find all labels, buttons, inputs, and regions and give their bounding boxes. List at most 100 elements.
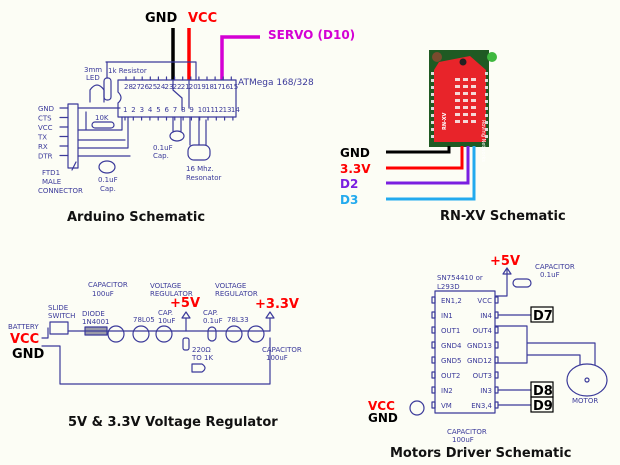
chip-label: ATMega 168/328: [238, 78, 314, 88]
driver-pin-left: OUT1: [441, 327, 460, 335]
arduino-vcc-label: VCC: [188, 11, 217, 26]
driver-pin-right: VCC: [477, 297, 492, 305]
svg-text:CAP.: CAP.: [203, 309, 218, 317]
driver-pin-right: EN3,4: [471, 402, 492, 410]
rnxv-pin-label: GND: [340, 146, 370, 160]
ftdi-pin-label: DTR: [38, 153, 53, 161]
motor-title: Motors Driver Schematic: [390, 446, 571, 461]
cap-top-icon: [512, 278, 532, 288]
chip-pin-label: 20: [189, 83, 198, 91]
svg-text:CAP.: CAP.: [158, 309, 173, 317]
chip-pin-label: 27: [132, 83, 141, 91]
chip-pin-label: 26: [140, 83, 149, 91]
svg-text:REGULATOR: REGULATOR: [150, 290, 193, 298]
motor-label: MOTOR: [572, 397, 598, 405]
chip-pin-label: 5: [156, 106, 160, 114]
svg-text:16 Mhz.: 16 Mhz.: [186, 165, 214, 173]
pin-tag-d9: D9: [533, 399, 553, 414]
chip-pin-label: 13: [223, 106, 232, 114]
chip-pin-label: 4: [148, 106, 153, 114]
cap-10uf-icon: [155, 325, 173, 343]
driver-pin-left: VM: [441, 402, 452, 410]
svg-text:CAPACITOR: CAPACITOR: [447, 428, 487, 436]
ftdi-pin-label: GND: [38, 105, 54, 113]
svg-text:L293D: L293D: [437, 283, 460, 291]
driver-pin-right: OUT4: [473, 327, 493, 335]
led-brown-icon: [432, 52, 442, 62]
resistor-10k-label: 10K: [95, 114, 109, 122]
driver-pin-right: GND13: [467, 342, 492, 350]
svg-text:0.1uF: 0.1uF: [153, 144, 173, 152]
servo-label: SERVO (D10): [268, 28, 355, 42]
reg-vcc-label: VCC: [10, 332, 39, 347]
motor-vcc-label: VCC: [368, 399, 395, 413]
svg-text:0.1uF: 0.1uF: [203, 317, 223, 325]
svg-text:100uF: 100uF: [452, 436, 474, 444]
driver-pin-right: GND12: [467, 357, 492, 365]
led-icon: [89, 84, 105, 103]
chip-pin-label: 8: [181, 106, 185, 114]
rnxv-wire-d3: [386, 146, 476, 201]
servo-wire: [220, 35, 260, 80]
svg-text:VOLTAGE: VOLTAGE: [150, 282, 181, 290]
cap-01uf-chip: [169, 130, 185, 142]
chip-pin-label: 10: [198, 106, 207, 114]
rnxv-pin-label: 3.3V: [340, 162, 371, 176]
cap-01uf-icon: [207, 326, 217, 342]
svg-text:SN754410 or: SN754410 or: [437, 274, 483, 282]
ftdi-pin-label: TX: [37, 134, 47, 142]
chip-pin-label: 3: [140, 106, 144, 114]
driver-pin-left: GND5: [441, 357, 462, 365]
svg-text:REGULATOR: REGULATOR: [215, 290, 258, 298]
chip-pin-label: 14: [231, 106, 240, 114]
svg-text:100uF: 100uF: [266, 354, 288, 362]
ftdi-label-1: FTD1: [42, 169, 60, 177]
resistor-1k-label: 1k Resistor: [108, 67, 147, 75]
chip-pin-label: 12: [214, 106, 223, 114]
chip-pin-label: 6: [165, 106, 170, 114]
svg-text:0.1uF: 0.1uF: [540, 271, 560, 279]
driver-pin-left: IN1: [441, 312, 453, 320]
rnxv-pin-label: D2: [340, 177, 358, 191]
rnxv-wire-d2: [386, 146, 470, 185]
chip-pin-label: 25: [148, 83, 157, 91]
chip-pin-label: 19: [197, 83, 206, 91]
resistor-1k-icon: [103, 77, 112, 101]
driver-pins: EN1,2IN1OUT1GND4GND5OUT2IN2VMVCCIN4OUT4G…: [431, 296, 499, 410]
chip-pin-label: 24: [156, 83, 165, 91]
cap-bottom-icon: [409, 400, 425, 416]
chip-pin-label: 11: [206, 106, 215, 114]
regulator-title: 5V & 3.3V Voltage Regulator: [68, 415, 278, 430]
driver-chip: [434, 290, 496, 414]
led-label-1: 3mm: [84, 66, 102, 74]
svg-text:SWITCH: SWITCH: [48, 312, 75, 320]
chip-pin-label: 21: [181, 83, 190, 91]
out-33v-label: +3.3V: [255, 297, 299, 312]
svg-text:78L33: 78L33: [227, 316, 249, 324]
svg-text:0.1uF: 0.1uF: [98, 176, 118, 184]
led-label-2: LED: [86, 74, 100, 82]
rnxv-maker-text: Roving Networks: [480, 120, 486, 162]
svg-text:1N4001: 1N4001: [82, 318, 110, 326]
svg-text:SLIDE: SLIDE: [48, 304, 68, 312]
power-led-icon: [191, 363, 206, 373]
slide-switch-icon[interactable]: [49, 321, 69, 335]
atmega-chip: [117, 79, 237, 118]
svg-text:TO 1K: TO 1K: [191, 354, 213, 362]
chip-pin-label: 17: [213, 83, 222, 91]
svg-text:DIODE: DIODE: [82, 310, 105, 318]
driver-pin-left: IN2: [441, 387, 453, 395]
chip-pin-label: 18: [205, 83, 214, 91]
svg-text:CAPACITOR: CAPACITOR: [88, 281, 128, 289]
svg-text:100uF: 100uF: [92, 290, 114, 298]
svg-text:Cap.: Cap.: [100, 185, 116, 193]
svg-text:CAPACITOR: CAPACITOR: [262, 346, 302, 354]
rnxv-wire-gnd: [386, 146, 451, 154]
ftdi-pin-label: RX: [38, 143, 48, 151]
chip-pin-label: 23: [165, 83, 174, 91]
svg-text:Resonator: Resonator: [186, 174, 222, 182]
